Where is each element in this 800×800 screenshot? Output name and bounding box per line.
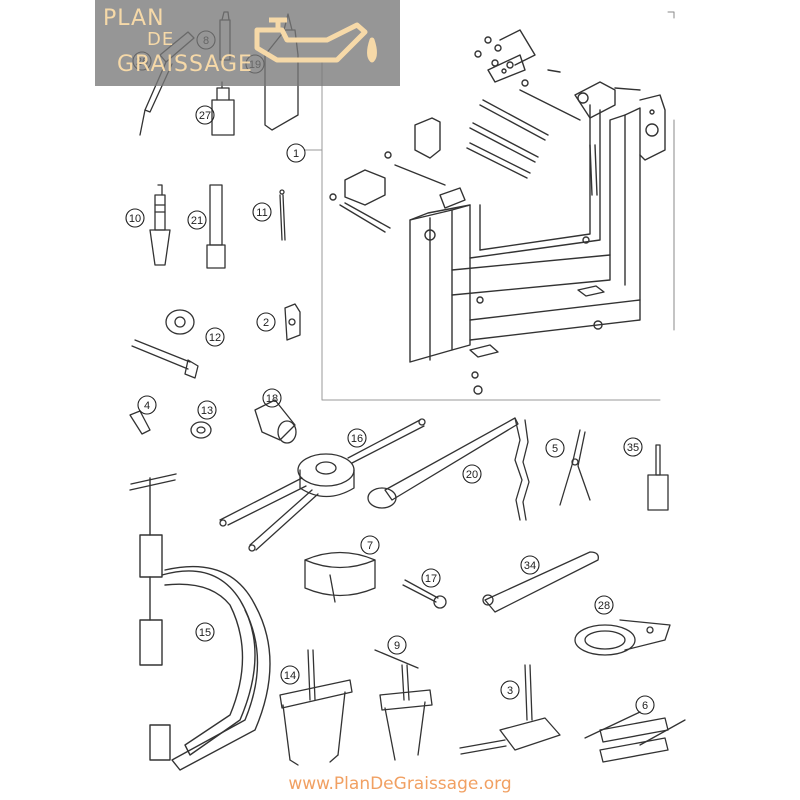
logo-line-1: PLAN [103,6,165,31]
logo-line-3: GRAISSAGE [117,52,253,77]
callout-9: 9 [394,640,400,652]
callout-12: 12 [209,332,221,344]
footer-url: www.PlanDeGraissage.org [288,774,512,794]
callout-14: 14 [284,670,296,682]
item-34-wrench [482,551,599,613]
callout-6: 6 [642,700,648,712]
item-16-puller [219,418,426,552]
item-5-pliers [559,429,591,506]
callout-11: 11 [256,207,267,219]
callout-16: 16 [351,433,363,445]
callout-34: 34 [524,560,536,572]
callout-15: 15 [199,627,211,639]
item-9-puller [374,649,433,761]
item-15-puller [129,473,271,771]
oil-can-icon [254,17,377,63]
callout-13: 13 [201,405,213,417]
callout-2: 2 [263,317,269,329]
callout-18: 18 [266,393,278,405]
item-7-ring [304,551,376,603]
small-tools [129,399,297,444]
item-12-bolt [131,309,199,379]
callout-27: 27 [199,110,211,122]
callout-3: 3 [507,685,513,697]
item-28-gear-plate [574,619,671,656]
item-14-puller [279,649,353,766]
callout-20: 20 [466,469,478,481]
item-17-bolt [402,579,447,609]
callout-35: 35 [627,442,639,454]
page-frame [667,11,675,331]
engine-stand [329,29,666,395]
item-10-tool [149,184,171,266]
item-1-frame [304,149,661,401]
item-2-bracket [284,303,301,341]
callout-21: 21 [191,215,203,227]
callout-7: 7 [367,540,373,552]
item-35-tool [647,444,669,511]
watermark-logo: PLAN DE GRAISSAGE [95,0,400,86]
item-6-tool [584,711,686,763]
callout-layer [125,30,655,715]
item-11-pin [279,189,286,241]
callout-28: 28 [598,600,610,612]
callout-10: 10 [129,213,141,225]
item-3-tool [459,664,561,755]
callout-17: 17 [425,573,437,585]
logo-line-2: DE [147,29,175,50]
callout-labels: 1 2 3 4 5 6 7 8 9 10 11 12 13 14 15 16 1… [129,35,648,712]
item-20-chain-wrench [367,417,530,521]
callout-1: 1 [293,148,299,160]
item-21-tool [206,184,226,269]
callout-5: 5 [552,443,558,455]
callout-4: 4 [144,400,150,412]
